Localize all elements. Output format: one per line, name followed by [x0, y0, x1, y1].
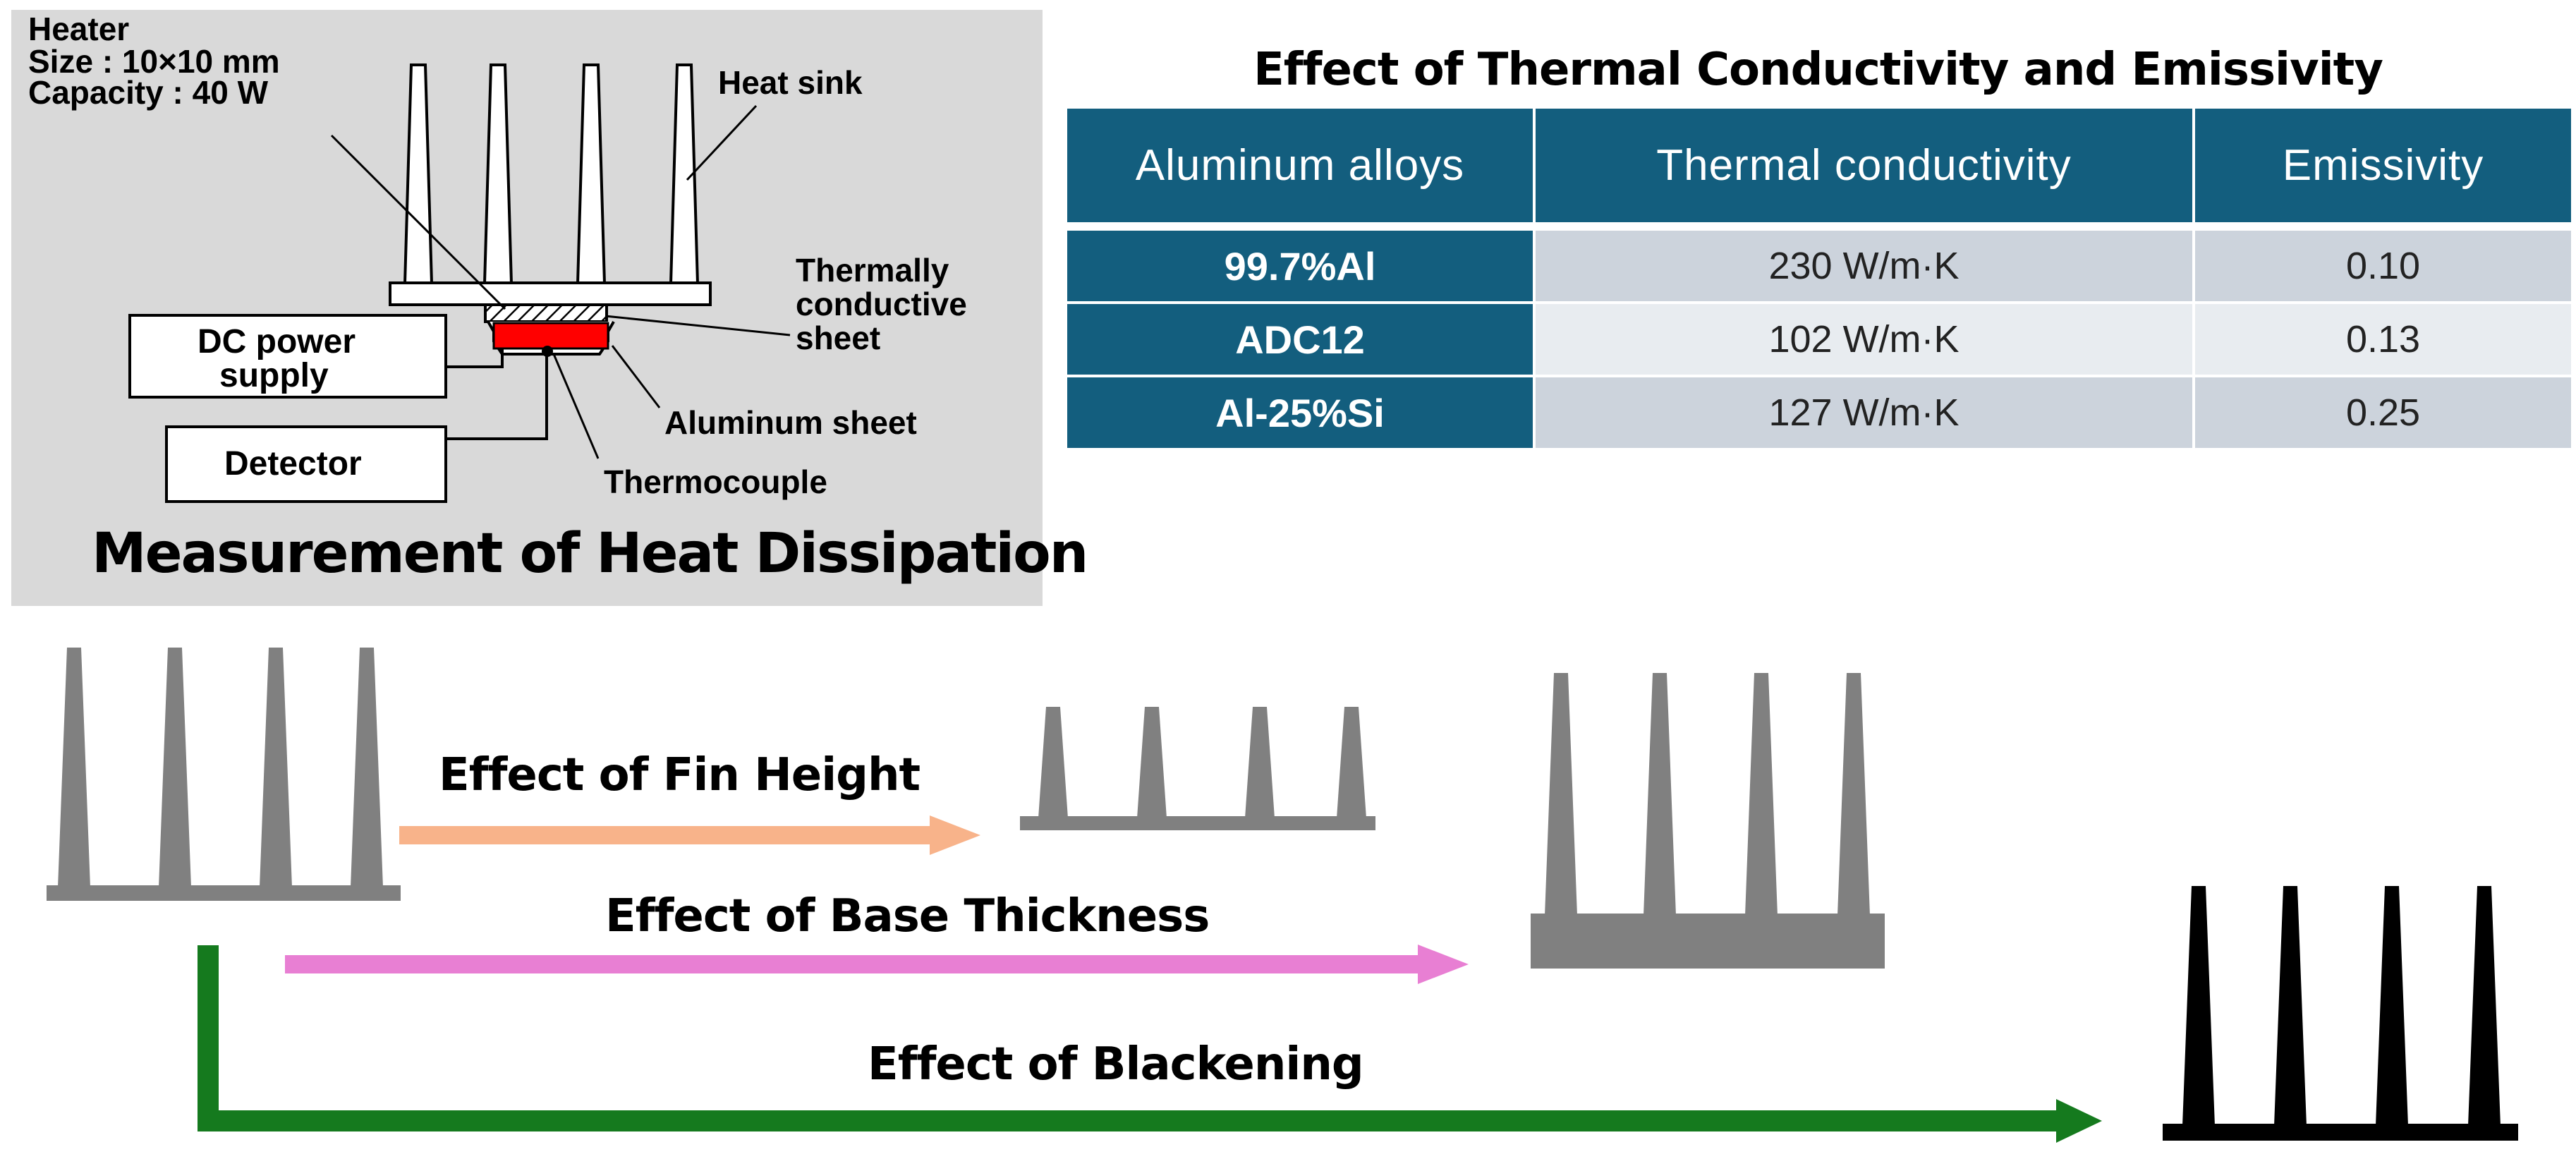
thermocouple-wire: [446, 354, 548, 440]
heater-label-2: Size : 10×10 mm: [28, 43, 280, 80]
dc-power-label-1: DC power: [198, 323, 356, 360]
emissivity-cell: 0.10: [2194, 226, 2571, 304]
header-emissivity: Emissivity: [2194, 109, 2571, 231]
header-conductivity: Thermal conductivity: [1534, 109, 2195, 231]
heater-element: [492, 322, 609, 350]
aluminum-sheet-label: Aluminum sheet: [664, 404, 917, 441]
detector-label: Detector: [224, 445, 362, 483]
table-header-row: Aluminum alloys Thermal conductivity Emi…: [1067, 109, 2571, 231]
alloy-cell: Al-25%Si: [1067, 376, 1536, 451]
emissivity-cell: 0.25: [2194, 376, 2571, 451]
thermal-sheet-label-3: sheet: [796, 320, 881, 356]
leader-sheet: [604, 315, 791, 336]
base-thickness-arrow: [285, 945, 1469, 984]
alloy-properties-table: Aluminum alloys Thermal conductivity Emi…: [1067, 109, 2571, 451]
base-thickness-label: Effect of Base Thickness: [605, 890, 1210, 942]
detector-box: Detector: [165, 425, 447, 503]
table-title: Effect of Thermal Conductivity and Emiss…: [1253, 44, 2383, 96]
dc-power-supply-box: DC power supply: [128, 314, 447, 399]
measure-heatsink-base: [389, 281, 712, 306]
thermal-sheet-label-1: Thermally: [796, 252, 949, 289]
blackening-arrow: [198, 945, 2102, 1143]
dc-power-label-2: supply: [219, 357, 329, 394]
table-row: Al-25%Si 127 W/m·K 0.25: [1067, 376, 2571, 451]
emissivity-cell: 0.13: [2194, 303, 2571, 377]
heater-label-1: Heater: [28, 11, 130, 47]
table-row: 99.7%Al 230 W/m·K 0.10: [1067, 226, 2571, 304]
thick-base-heatsink: [1531, 673, 1885, 969]
thermal-sheet: [484, 303, 608, 323]
table-row: ADC12 102 W/m·K 0.13: [1067, 303, 2571, 377]
thermocouple-point: [542, 346, 553, 357]
heater-label-3: Capacity : 40 W: [28, 74, 268, 111]
conductivity-cell: 127 W/m·K: [1534, 376, 2195, 451]
reference-heatsink: [47, 648, 401, 901]
leader-aluminum: [611, 345, 661, 408]
blackening-label: Effect of Blackening: [868, 1038, 1364, 1091]
header-alloys: Aluminum alloys: [1067, 109, 1536, 231]
alloy-cell: ADC12: [1067, 303, 1536, 377]
heat-sink-label: Heat sink: [718, 64, 863, 101]
measurement-title: Measurement of Heat Dissipation: [92, 522, 1088, 585]
conductivity-cell: 102 W/m·K: [1534, 303, 2195, 377]
short-fin-heatsink: [1020, 707, 1375, 830]
fin-height-label: Effect of Fin Height: [439, 749, 921, 801]
conductivity-cell: 230 W/m·K: [1534, 226, 2195, 304]
fin-height-arrow: [399, 815, 980, 855]
thermal-sheet-label-2: conductive: [796, 286, 967, 322]
dc-wire: [446, 348, 504, 368]
leader-thermocouple: [552, 353, 600, 459]
leader-heatsink: [686, 104, 758, 181]
alloy-cell: 99.7%Al: [1067, 226, 1536, 304]
thermocouple-label: Thermocouple: [604, 463, 827, 500]
blackened-heatsink: [2163, 886, 2518, 1141]
leader-heater: [330, 134, 506, 310]
